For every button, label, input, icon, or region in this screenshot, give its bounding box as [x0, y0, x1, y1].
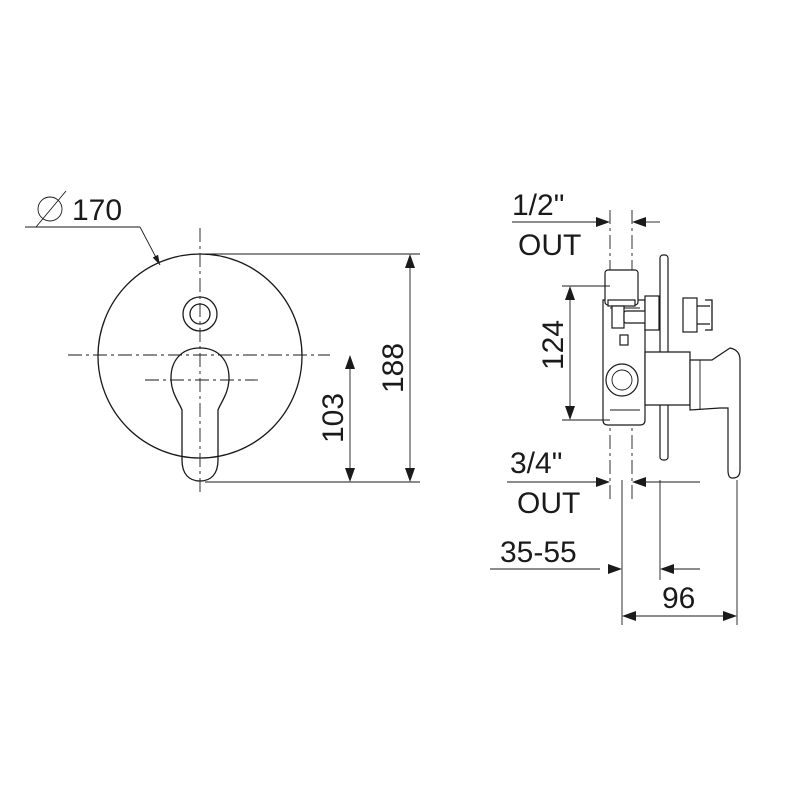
bottom-outlet-size: 3/4": [510, 447, 562, 480]
bottom-outlet: [605, 363, 639, 397]
diameter-symbol: [35, 190, 67, 228]
top-outlet-label: OUT: [518, 229, 581, 262]
projection-dimension: 96: [622, 582, 737, 621]
top-outlet: [604, 269, 639, 307]
bottom-outlet-label: OUT: [517, 487, 580, 520]
cover-plate-outline: [97, 253, 303, 459]
side-view: 1/2" OUT 124 3/4" OUT 35-55: [490, 189, 741, 625]
height-handle-dimension: 103: [317, 355, 355, 482]
lever-handle: [170, 347, 230, 482]
diverter-spindle: [611, 295, 713, 333]
height-handle-value: 103: [317, 393, 350, 443]
wall-depth-dimension: 35-55: [490, 536, 700, 574]
bottom-outlet-dimension: 3/4" OUT: [507, 447, 700, 520]
diameter-annotation: 170: [25, 190, 161, 266]
outlet-spacing-value: 124: [537, 320, 570, 370]
diameter-value: 170: [72, 194, 122, 227]
height-total-value: 188: [377, 343, 410, 393]
wall-depth-value: 35-55: [500, 536, 577, 569]
front-view: 170 188 103: [25, 190, 420, 492]
projection-value: 96: [662, 582, 695, 615]
diverter-knob: [182, 296, 218, 332]
outlet-spacing-dimension: 124: [537, 285, 610, 421]
side-lever: [644, 347, 741, 479]
top-outlet-size: 1/2": [512, 189, 564, 222]
top-outlet-dimension: 1/2" OUT: [512, 189, 660, 262]
height-total-dimension: 188: [205, 253, 420, 483]
